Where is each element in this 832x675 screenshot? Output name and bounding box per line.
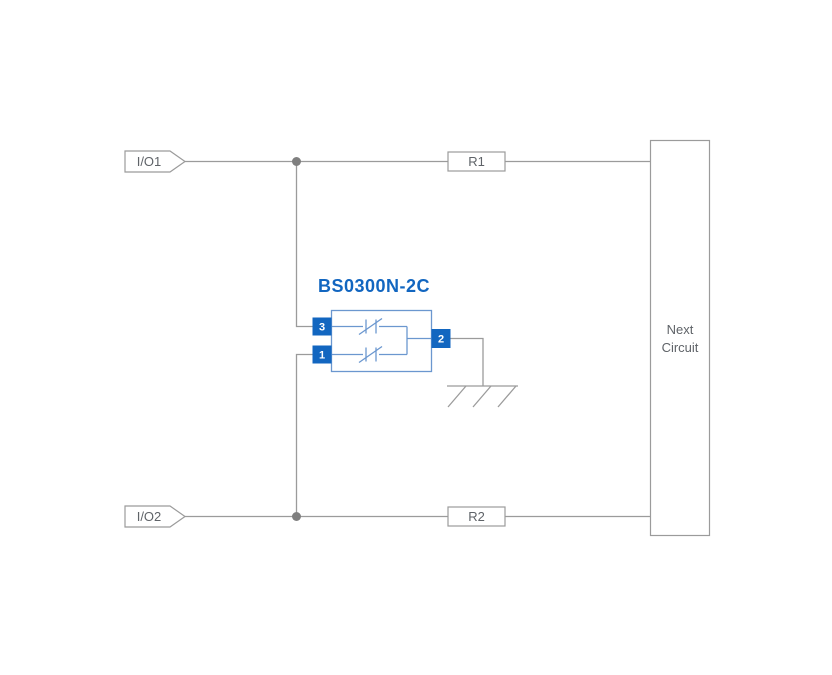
device-body (330, 309, 433, 373)
next-circuit-label-line1: Next (667, 322, 694, 337)
io2-label: I/O2 (137, 509, 162, 524)
next-circuit-label-line2: Circuit (662, 340, 699, 355)
pin2-label: 2 (438, 334, 444, 346)
junction-dot-top (292, 157, 301, 166)
io1-label: I/O1 (137, 154, 162, 169)
r1-label: R1 (468, 154, 485, 169)
r2-label: R2 (468, 509, 485, 524)
pin2: 2 (431, 329, 451, 348)
next-circuit-block: Next Circuit (649, 139, 711, 537)
tvs-device: 3 1 2 (312, 309, 451, 373)
junction-dot-bottom (292, 512, 301, 521)
pin1: 1 (312, 345, 332, 364)
pin3-label: 3 (319, 322, 325, 334)
io1-connector: I/O1 (124, 150, 187, 173)
r2-resistor: R2 (447, 506, 506, 527)
pin3-feed-wire (295, 161, 313, 328)
tvs-diode-symbol-top (358, 317, 383, 336)
pin1-label: 1 (319, 350, 325, 362)
io2-connector: I/O2 (124, 505, 187, 528)
pin2-ground-wire (450, 337, 484, 386)
device-title: BS0300N-2C (318, 276, 430, 296)
ground-symbol (447, 385, 518, 408)
pin3: 3 (312, 317, 332, 336)
tvs-diode-symbol-bottom (358, 345, 383, 364)
r1-resistor: R1 (447, 151, 506, 172)
pin1-feed-wire (295, 353, 313, 517)
